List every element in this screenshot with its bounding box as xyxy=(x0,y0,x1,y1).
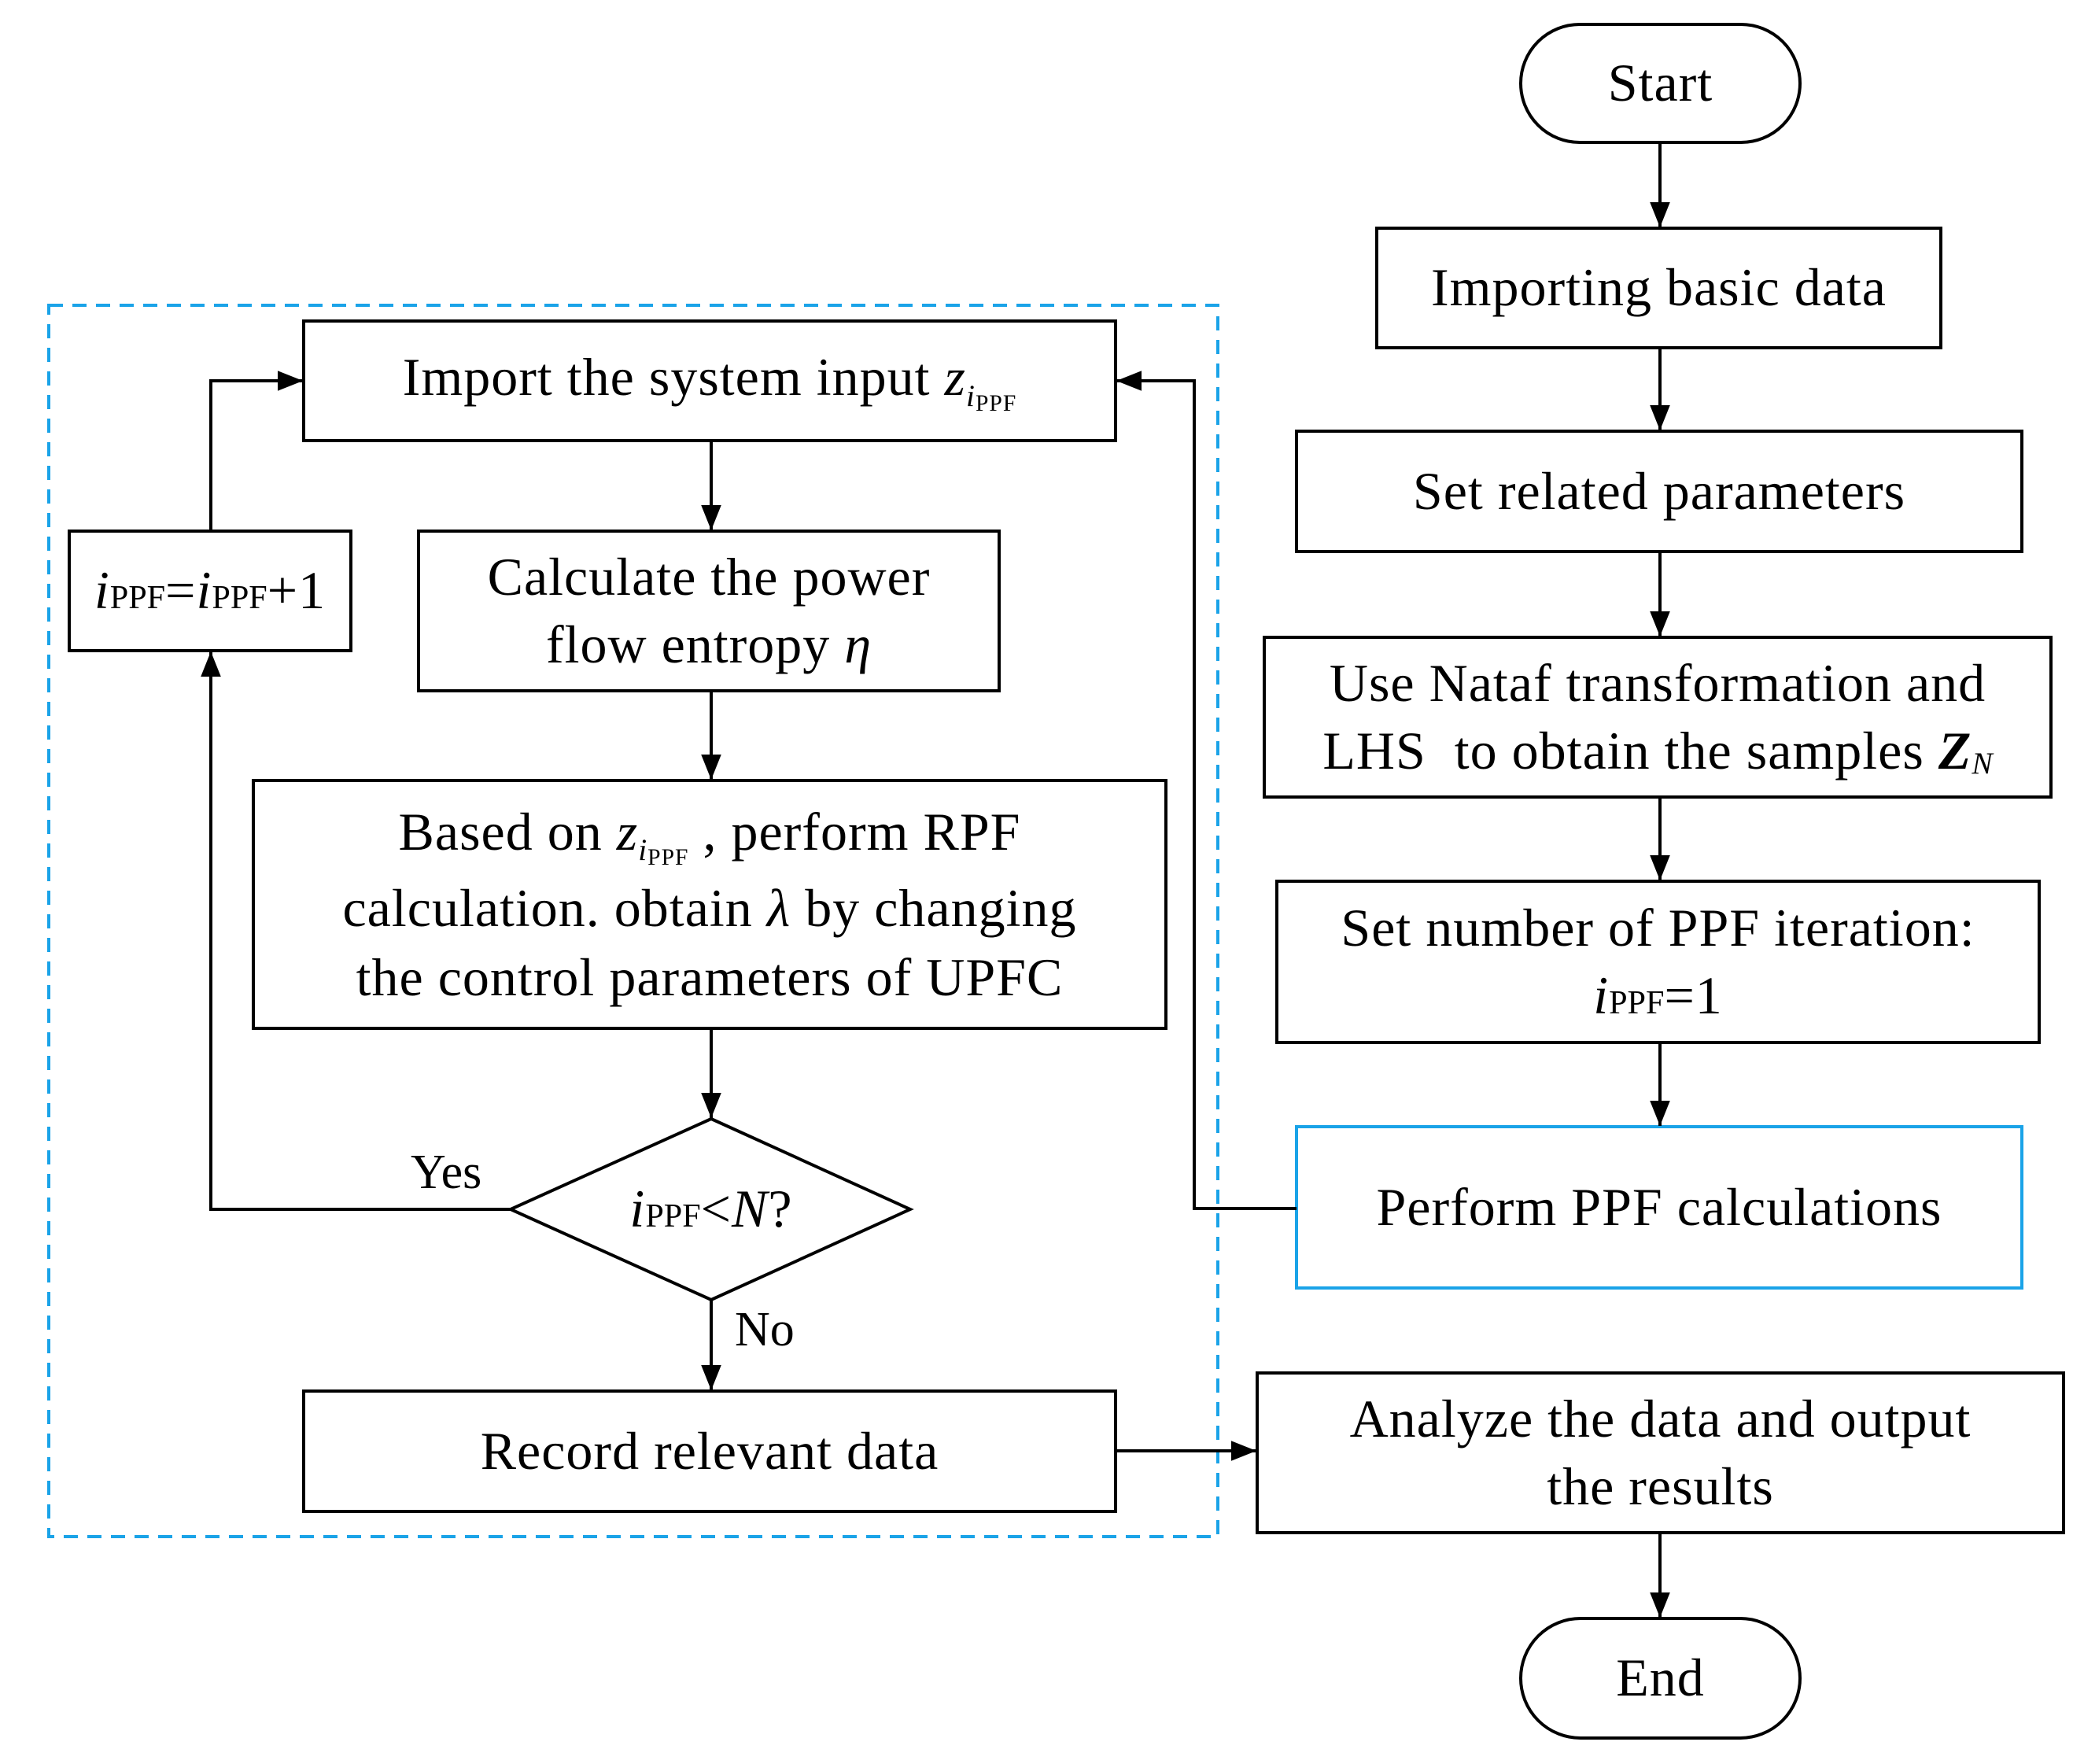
import-input-line: Import the system input ziPPF xyxy=(403,343,1017,419)
decision-cmp: < xyxy=(700,1179,732,1239)
calc-entropy-label: Calculate the power flow entropy η xyxy=(419,531,999,691)
start-label: Start xyxy=(1521,24,1800,142)
import-input-z-var: z xyxy=(944,346,966,407)
set-params-box xyxy=(1295,430,2023,553)
decision-i-var: i xyxy=(629,1179,646,1239)
analyze-line2: the results xyxy=(1547,1456,1774,1516)
calc-entropy-box xyxy=(417,530,1001,692)
import-input-sub-i: i xyxy=(966,378,976,413)
rpf-line2: calculation. obtain λ by changing xyxy=(343,873,1077,943)
nataf-label: Use Nataf transformation and LHS to obta… xyxy=(1264,637,2051,797)
rpf-line2-a: calculation. obtain xyxy=(342,877,767,938)
increment-line: iPPF=iPPF+1 xyxy=(94,556,326,625)
decision-line: iPPF<N? xyxy=(629,1175,792,1243)
yes-label: Yes xyxy=(411,1146,482,1199)
import-basic-text: Importing basic data xyxy=(1431,257,1887,318)
analyze-line1: Analyze the data and output xyxy=(1349,1388,1972,1448)
analyze-box xyxy=(1256,1371,2065,1534)
rpf-z-var: z xyxy=(616,801,639,862)
calc-line2-text: flow entropy xyxy=(545,614,845,674)
import-input-z-subscript: iPPF xyxy=(966,378,1017,416)
set-params-text: Set related parameters xyxy=(1412,460,1906,521)
nataf-line1: Use Nataf transformation and xyxy=(1329,652,1986,713)
analyze-label: Analyze the data and output the results xyxy=(1257,1373,2064,1533)
inner-loop-dashed-frame xyxy=(47,304,1219,1538)
end-terminal xyxy=(1519,1617,1802,1740)
increment-box xyxy=(68,530,352,652)
calc-line2: flow entropy η xyxy=(546,611,872,679)
incr-i-var-2: i xyxy=(196,560,212,621)
nataf-N-subscript: N xyxy=(1972,745,1993,781)
end-text: End xyxy=(1616,1648,1705,1708)
import-input-text: Import the system input xyxy=(402,346,945,407)
iteration-label: Set number of PPF iteration: iPPF=1 xyxy=(1277,881,2039,1043)
end-label: End xyxy=(1521,1618,1800,1738)
record-box xyxy=(302,1389,1117,1513)
eta-symbol: η xyxy=(844,614,872,674)
decision-label: iPPF<N? xyxy=(551,1164,872,1254)
incr-eq: = xyxy=(165,560,197,621)
rpf-box xyxy=(252,779,1167,1030)
nataf-line2-text: LHS to obtain the samples xyxy=(1322,720,1938,781)
arrow-yes-to-increment xyxy=(201,651,511,1211)
rpf-sub-PPF: PPF xyxy=(647,845,689,871)
decision-N-var: N xyxy=(732,1179,769,1239)
import-basic-label: Importing basic data xyxy=(1377,228,1941,348)
incr-PPF-2: PPF xyxy=(212,579,267,617)
decision-q: ? xyxy=(768,1179,793,1239)
rpf-line1: Based on ziPPF , perform RPF xyxy=(399,797,1021,873)
perform-ppf-label: Perform PPF calculations xyxy=(1297,1127,2022,1288)
perform-ppf-box xyxy=(1295,1125,2023,1290)
iteration-eq: =1 xyxy=(1664,965,1723,1025)
start-text: Start xyxy=(1607,53,1713,113)
lambda-symbol: λ xyxy=(766,877,791,938)
nataf-Z-symbol: Z xyxy=(1938,720,1972,781)
rpf-label: Based on ziPPF , perform RPF calculation… xyxy=(253,781,1166,1028)
rpf-sub-i: i xyxy=(638,832,648,868)
set-params-label: Set related parameters xyxy=(1297,431,2022,552)
rpf-line3: the control parameters of UPFC xyxy=(356,947,1064,1008)
arrow-increment-to-import xyxy=(209,371,303,531)
record-text: Record relevant data xyxy=(480,1420,939,1481)
rpf-line2-b: by changing xyxy=(791,877,1077,938)
import-input-box xyxy=(302,319,1117,442)
increment-label: iPPF=iPPF+1 xyxy=(69,531,351,651)
perform-ppf-text: Perform PPF calculations xyxy=(1376,1176,1942,1237)
nataf-line2: LHS to obtain the samples ZN xyxy=(1322,718,1992,785)
no-label: No xyxy=(735,1303,795,1356)
rpf-line1-b: , perform RPF xyxy=(688,801,1021,862)
incr-PPF-1: PPF xyxy=(109,579,166,617)
rpf-z-subscript: iPPF xyxy=(638,832,689,871)
iteration-line2: iPPF=1 xyxy=(1593,962,1723,1030)
iteration-PPF-subscript: PPF xyxy=(1609,983,1665,1021)
iteration-box xyxy=(1275,880,2041,1044)
import-input-label: Import the system input ziPPF xyxy=(304,321,1116,441)
import-input-sub-PPF: PPF xyxy=(975,390,1017,416)
arrow-perform-to-import-input xyxy=(1116,371,1297,1210)
incr-i-var-1: i xyxy=(94,560,110,621)
decision-PPF: PPF xyxy=(645,1198,701,1235)
incr-plus: +1 xyxy=(267,560,326,621)
calc-line1: Calculate the power xyxy=(487,546,931,607)
iteration-line1: Set number of PPF iteration: xyxy=(1341,897,1975,958)
iteration-i-var: i xyxy=(1593,965,1610,1025)
import-basic-box xyxy=(1375,227,1942,349)
record-label: Record relevant data xyxy=(304,1391,1116,1511)
nataf-box xyxy=(1263,636,2053,799)
rpf-line1-a: Based on xyxy=(398,801,617,862)
